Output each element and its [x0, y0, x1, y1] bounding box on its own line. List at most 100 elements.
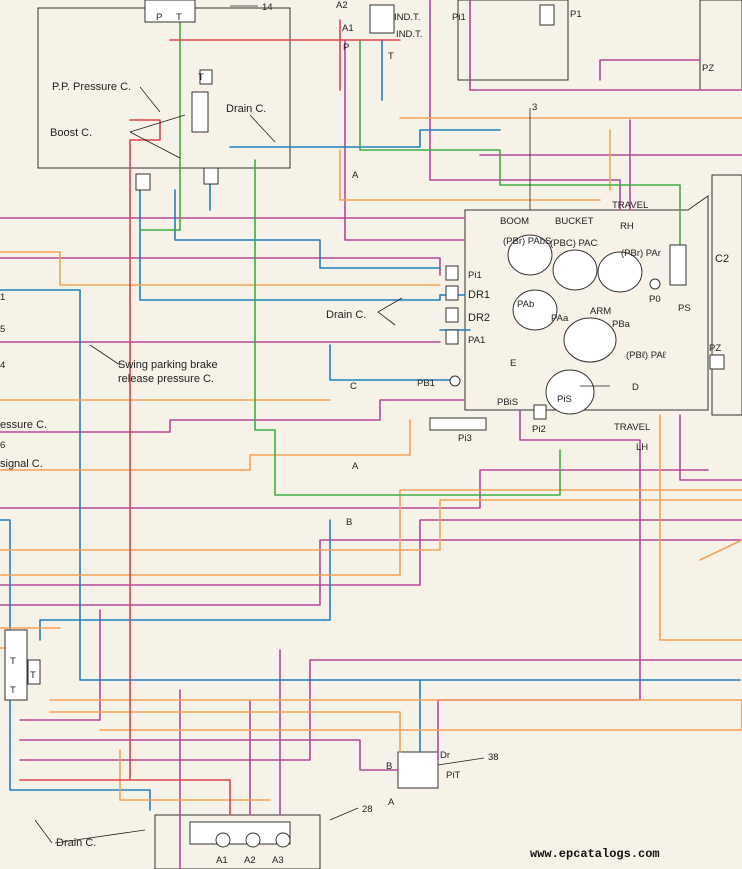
label-swing-brake-1: Swing parking brake — [118, 359, 218, 371]
label-pp-pressure: P.P. Pressure C. — [52, 81, 131, 93]
label-pbr-pads: (PBr) PAbS — [503, 236, 551, 247]
label-boost: Boost C. — [50, 127, 92, 139]
labels: P.P. Pressure C. Boost C. Drain C. Drain… — [0, 0, 729, 866]
label-pis: PiS — [557, 394, 572, 405]
boost-lines-green — [139, 19, 681, 496]
dr1-fitting — [445, 285, 459, 301]
ps-fitting — [669, 244, 687, 286]
label-pab: PAb — [517, 299, 534, 310]
label-port-a: A — [388, 797, 395, 808]
pump-p1-block — [457, 0, 569, 81]
pedal-a1 — [215, 832, 231, 848]
component-outlines — [37, 0, 742, 869]
label-section-a1: A — [352, 170, 359, 181]
left-valve-block — [4, 629, 28, 701]
label-t-left2: T — [30, 670, 36, 681]
pb1-port — [449, 375, 461, 387]
label-section-a2: A — [352, 461, 359, 472]
label-pba: PBa — [612, 319, 631, 330]
label-pi2: Pi2 — [532, 424, 546, 435]
label-p0: P0 — [649, 294, 661, 305]
fitting-left — [135, 173, 151, 191]
label-drain-bottom: Drain C. — [56, 837, 96, 849]
pedal-valve-28 — [154, 814, 321, 869]
left-t-fitting — [27, 659, 41, 685]
pa1-fitting — [445, 329, 459, 345]
pedal-housing — [189, 821, 291, 845]
label-swing-brake-2: release pressure C. — [118, 373, 214, 385]
label-arm: ARM — [590, 306, 611, 317]
label-num-4: 4 — [0, 360, 5, 371]
label-a1: A1 — [216, 855, 228, 866]
travel-rh-spool — [597, 251, 643, 293]
label-t-left1: T — [10, 656, 16, 667]
pz-fitting — [709, 354, 725, 370]
p0-port — [649, 278, 661, 290]
label-travel-lh: TRAVEL — [614, 422, 650, 433]
label-pressure-partial: essure C. — [0, 419, 47, 431]
pi2-fitting — [533, 404, 547, 420]
label-dr: Dr — [440, 750, 450, 761]
label-pi1: Pi1 — [468, 270, 482, 281]
drain-lines-blue — [0, 39, 741, 811]
label-port-b: B — [386, 761, 392, 772]
label-signal-partial: signal C. — [0, 458, 43, 470]
watermark: www.epcatalogs.com — [530, 847, 660, 861]
label-port-t: T — [176, 12, 182, 23]
boost-valve — [191, 91, 209, 133]
t-port-cap — [199, 69, 213, 85]
ind-t-block — [369, 4, 395, 34]
swing-spool — [545, 369, 595, 415]
label-pit: PiT — [446, 770, 460, 781]
label-c2: C2 — [715, 253, 729, 265]
label-pbr-par: (PBr) PAr — [621, 248, 661, 259]
label-pa1: PA1 — [468, 335, 485, 346]
label-point-d: D — [632, 382, 639, 393]
label-a3: A3 — [272, 855, 284, 866]
label-pi3: Pi3 — [458, 433, 472, 444]
label-pbl-pal: (PBℓ) PAℓ — [626, 350, 667, 361]
label-ind-t2: IND.T. — [396, 29, 422, 40]
label-ref-38: 38 — [488, 752, 499, 763]
label-rh: RH — [620, 221, 634, 232]
label-ps: PS — [678, 303, 691, 314]
label-pi1-top: Pi1 — [452, 12, 466, 23]
valve-38 — [397, 751, 439, 789]
control-valve-3 — [464, 195, 709, 411]
label-t-valve: T — [198, 72, 204, 83]
pump-pz-block — [699, 0, 742, 91]
pilot-lines-orange — [0, 117, 742, 801]
label-pbis: PBiS — [497, 397, 518, 408]
dr2-fitting — [445, 307, 459, 323]
pedal-a2 — [245, 832, 261, 848]
label-a1-top: A1 — [342, 23, 354, 34]
label-pz-top: PZ — [702, 63, 714, 74]
label-drain-top: Drain C. — [226, 103, 266, 115]
valve-block-14 — [144, 0, 196, 23]
swivel-joint-block — [711, 174, 742, 416]
label-ind-t1: IND.T. — [394, 12, 420, 23]
boom-spool — [507, 234, 553, 276]
label-a2: A2 — [244, 855, 256, 866]
label-ref-14: 14 — [262, 2, 273, 13]
label-p1: P1 — [570, 9, 582, 20]
label-ref-3: 3 — [532, 102, 537, 113]
arm-spool — [563, 317, 617, 363]
pressure-lines-red — [19, 19, 401, 816]
label-pz: PZ — [709, 343, 721, 354]
label-t-top: T — [388, 51, 394, 62]
p1-port — [539, 4, 555, 26]
label-dr2: DR2 — [468, 312, 490, 324]
label-num-1: 1 — [0, 292, 5, 303]
bucket-spool — [552, 249, 598, 291]
boom-spool-2 — [512, 289, 558, 331]
label-num-5: 5 — [0, 324, 5, 335]
label-boom: BOOM — [500, 216, 529, 227]
label-section-b: B — [346, 517, 352, 528]
label-pb1: PB1 — [417, 378, 435, 389]
label-section-c: C — [350, 381, 357, 392]
label-point-e: E — [510, 358, 516, 369]
pi1-fitting — [445, 265, 459, 281]
